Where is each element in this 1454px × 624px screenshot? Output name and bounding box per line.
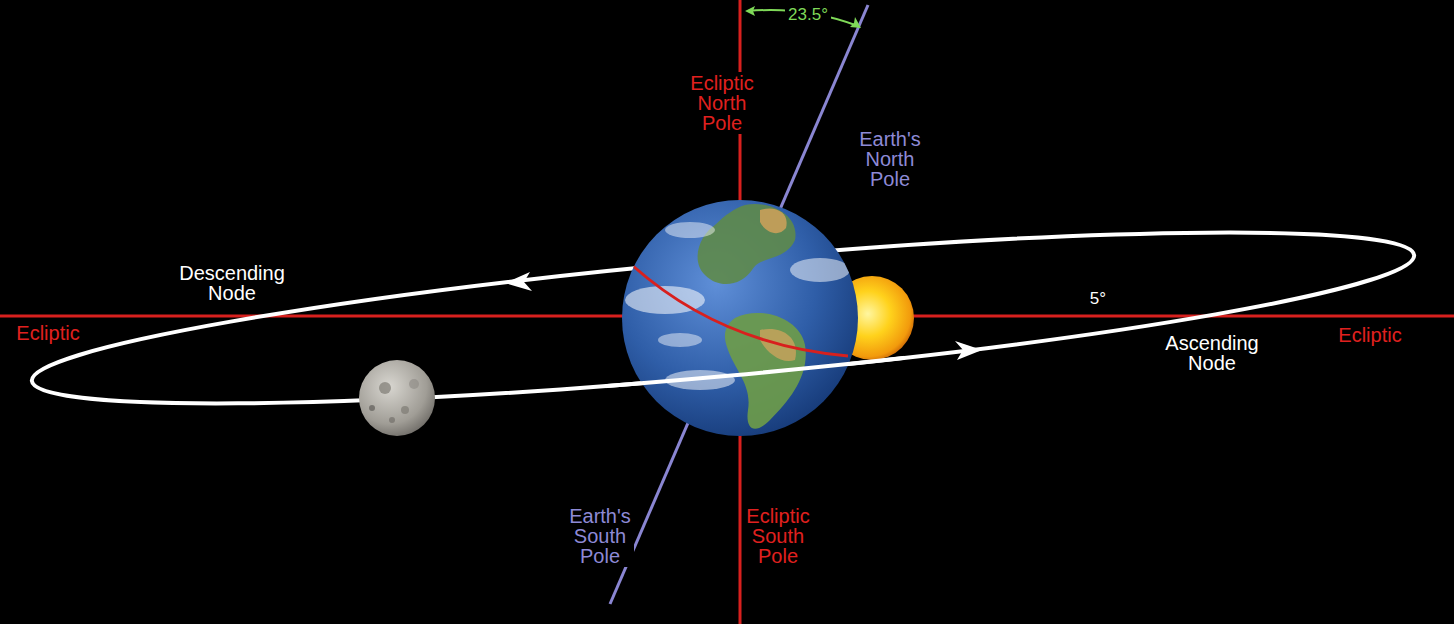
earth-axis-line <box>610 5 868 604</box>
pole-label: Ecliptic North Pole <box>687 72 756 134</box>
orbit-arrowhead <box>505 272 532 291</box>
earth <box>622 200 858 436</box>
arrowhead <box>745 6 755 16</box>
moon-orbit-front <box>602 314 912 439</box>
moon-orbit <box>27 197 1420 438</box>
angle-label: 5° <box>1087 289 1109 308</box>
moon <box>359 360 435 436</box>
arrowhead <box>850 17 861 28</box>
pole-label: Earth's South Pole <box>566 505 634 567</box>
node-label: Descending Node <box>176 262 288 304</box>
pole-label: Earth's North Pole <box>856 128 924 190</box>
angle-label: 23.5° <box>785 5 831 24</box>
orbit-arrowhead <box>955 341 982 360</box>
ecliptic-label: Ecliptic <box>1335 324 1404 346</box>
ecliptic-label: Ecliptic <box>13 322 82 344</box>
node-label: Ascending Node <box>1162 332 1261 374</box>
pole-label: Ecliptic South Pole <box>743 505 812 567</box>
